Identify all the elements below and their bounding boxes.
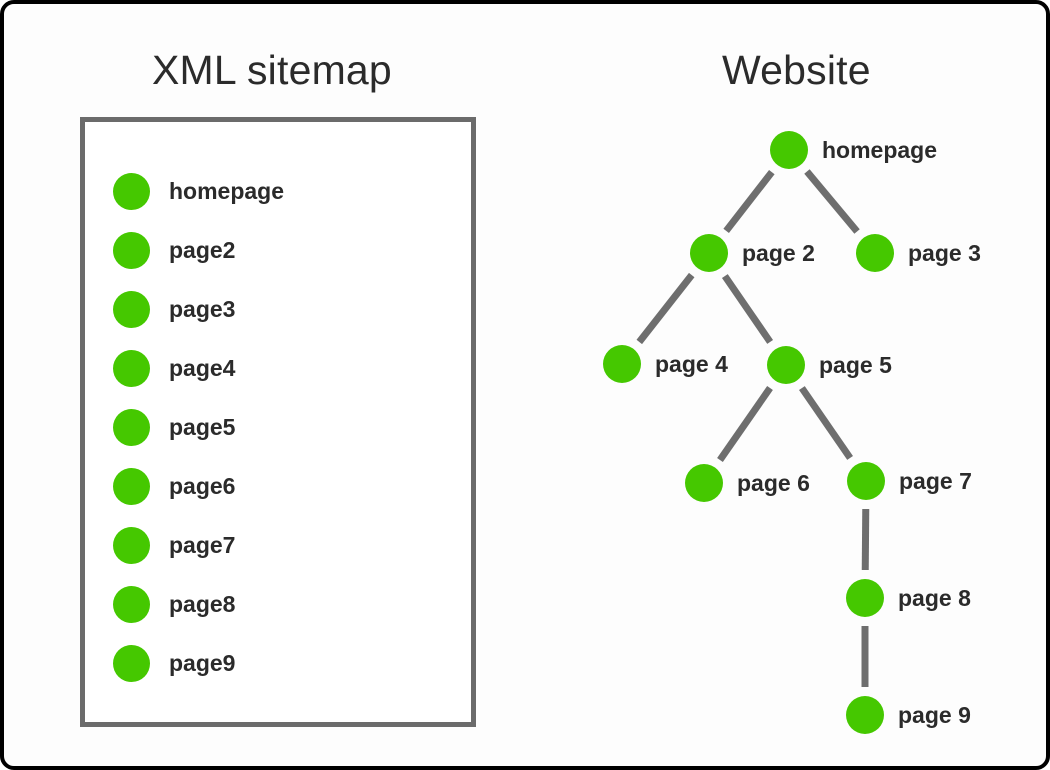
tree-edge xyxy=(723,169,775,234)
sitemap-list-item[interactable]: page4 xyxy=(113,349,235,387)
page-node-icon xyxy=(603,345,641,383)
sitemap-list-item[interactable]: page6 xyxy=(113,467,235,505)
tree-node-page6[interactable]: page 6 xyxy=(685,464,810,502)
tree-node-page2[interactable]: page 2 xyxy=(690,234,815,272)
page-node-icon xyxy=(113,467,150,505)
sitemap-list-item-label: page8 xyxy=(169,590,236,617)
tree-edge xyxy=(799,386,853,460)
tree-node-label: page 7 xyxy=(899,467,972,494)
page-node-icon xyxy=(113,526,150,564)
sitemap-list-item-label: homepage xyxy=(169,177,285,204)
tree-node-page3[interactable]: page 3 xyxy=(856,234,981,272)
tree-node-label: page 6 xyxy=(737,469,810,496)
sitemap-list-item-label: page9 xyxy=(169,649,236,676)
sitemap-list-item[interactable]: page7 xyxy=(113,526,235,564)
page-node-icon xyxy=(113,290,150,328)
page-node-icon xyxy=(685,464,723,502)
sitemap-list-item[interactable]: page8 xyxy=(113,585,235,623)
tree-node-label: page 9 xyxy=(898,701,971,728)
tree-node-label: page 8 xyxy=(898,584,971,611)
page-node-icon xyxy=(113,585,150,623)
xml-sitemap-list: homepage page2 page3 page4 page5 page6 page7 pa… xyxy=(80,117,476,727)
tree-node-label: page 3 xyxy=(908,239,981,266)
tree-edge xyxy=(861,508,870,571)
page-node-icon xyxy=(113,408,150,446)
page-node-icon xyxy=(113,231,150,269)
tree-edge xyxy=(804,169,860,234)
page-node-icon xyxy=(846,696,884,734)
sitemap-list-item[interactable]: page9 xyxy=(113,644,235,682)
sitemap-list-item[interactable]: page3 xyxy=(113,290,235,328)
page-node-icon xyxy=(767,346,805,384)
page-node-icon xyxy=(113,172,150,210)
page-node-icon xyxy=(847,462,885,500)
page-node-icon xyxy=(856,234,894,272)
sitemap-list-item-label: page5 xyxy=(169,413,236,440)
tree-node-page8[interactable]: page 8 xyxy=(846,579,971,617)
website-title: Website xyxy=(722,47,871,93)
tree-edge xyxy=(717,385,773,463)
sitemap-list-item[interactable]: page2 xyxy=(113,231,235,269)
sitemap-list-item-label: page7 xyxy=(169,531,236,558)
sitemap-list-item-label: page3 xyxy=(169,295,236,322)
sitemap-list-item-label: page6 xyxy=(169,472,236,499)
sitemap-list-item-label: page2 xyxy=(169,236,236,263)
tree-edge xyxy=(721,274,774,344)
sitemap-list-item[interactable]: homepage xyxy=(113,172,284,210)
page-node-icon xyxy=(770,131,808,169)
tree-edge xyxy=(636,272,695,345)
tree-node-page4[interactable]: page 4 xyxy=(603,345,728,383)
sitemap-list-item[interactable]: page5 xyxy=(113,408,235,446)
page-node-icon xyxy=(113,644,150,682)
tree-node-label: page 2 xyxy=(742,239,815,266)
tree-node-label: page 5 xyxy=(819,351,892,378)
page-node-icon xyxy=(846,579,884,617)
sitemap-list-item-label: page4 xyxy=(169,354,236,381)
tree-node-homepage[interactable]: homepage xyxy=(770,131,937,169)
tree-node-label: homepage xyxy=(822,136,938,163)
tree-node-page7[interactable]: page 7 xyxy=(847,462,972,500)
tree-node-label: page 4 xyxy=(655,350,728,377)
tree-node-page5[interactable]: page 5 xyxy=(767,346,892,384)
page-node-icon xyxy=(113,349,150,387)
tree-node-page9[interactable]: page 9 xyxy=(846,696,971,734)
page-node-icon xyxy=(690,234,728,272)
xml-sitemap-title: XML sitemap xyxy=(152,47,392,93)
